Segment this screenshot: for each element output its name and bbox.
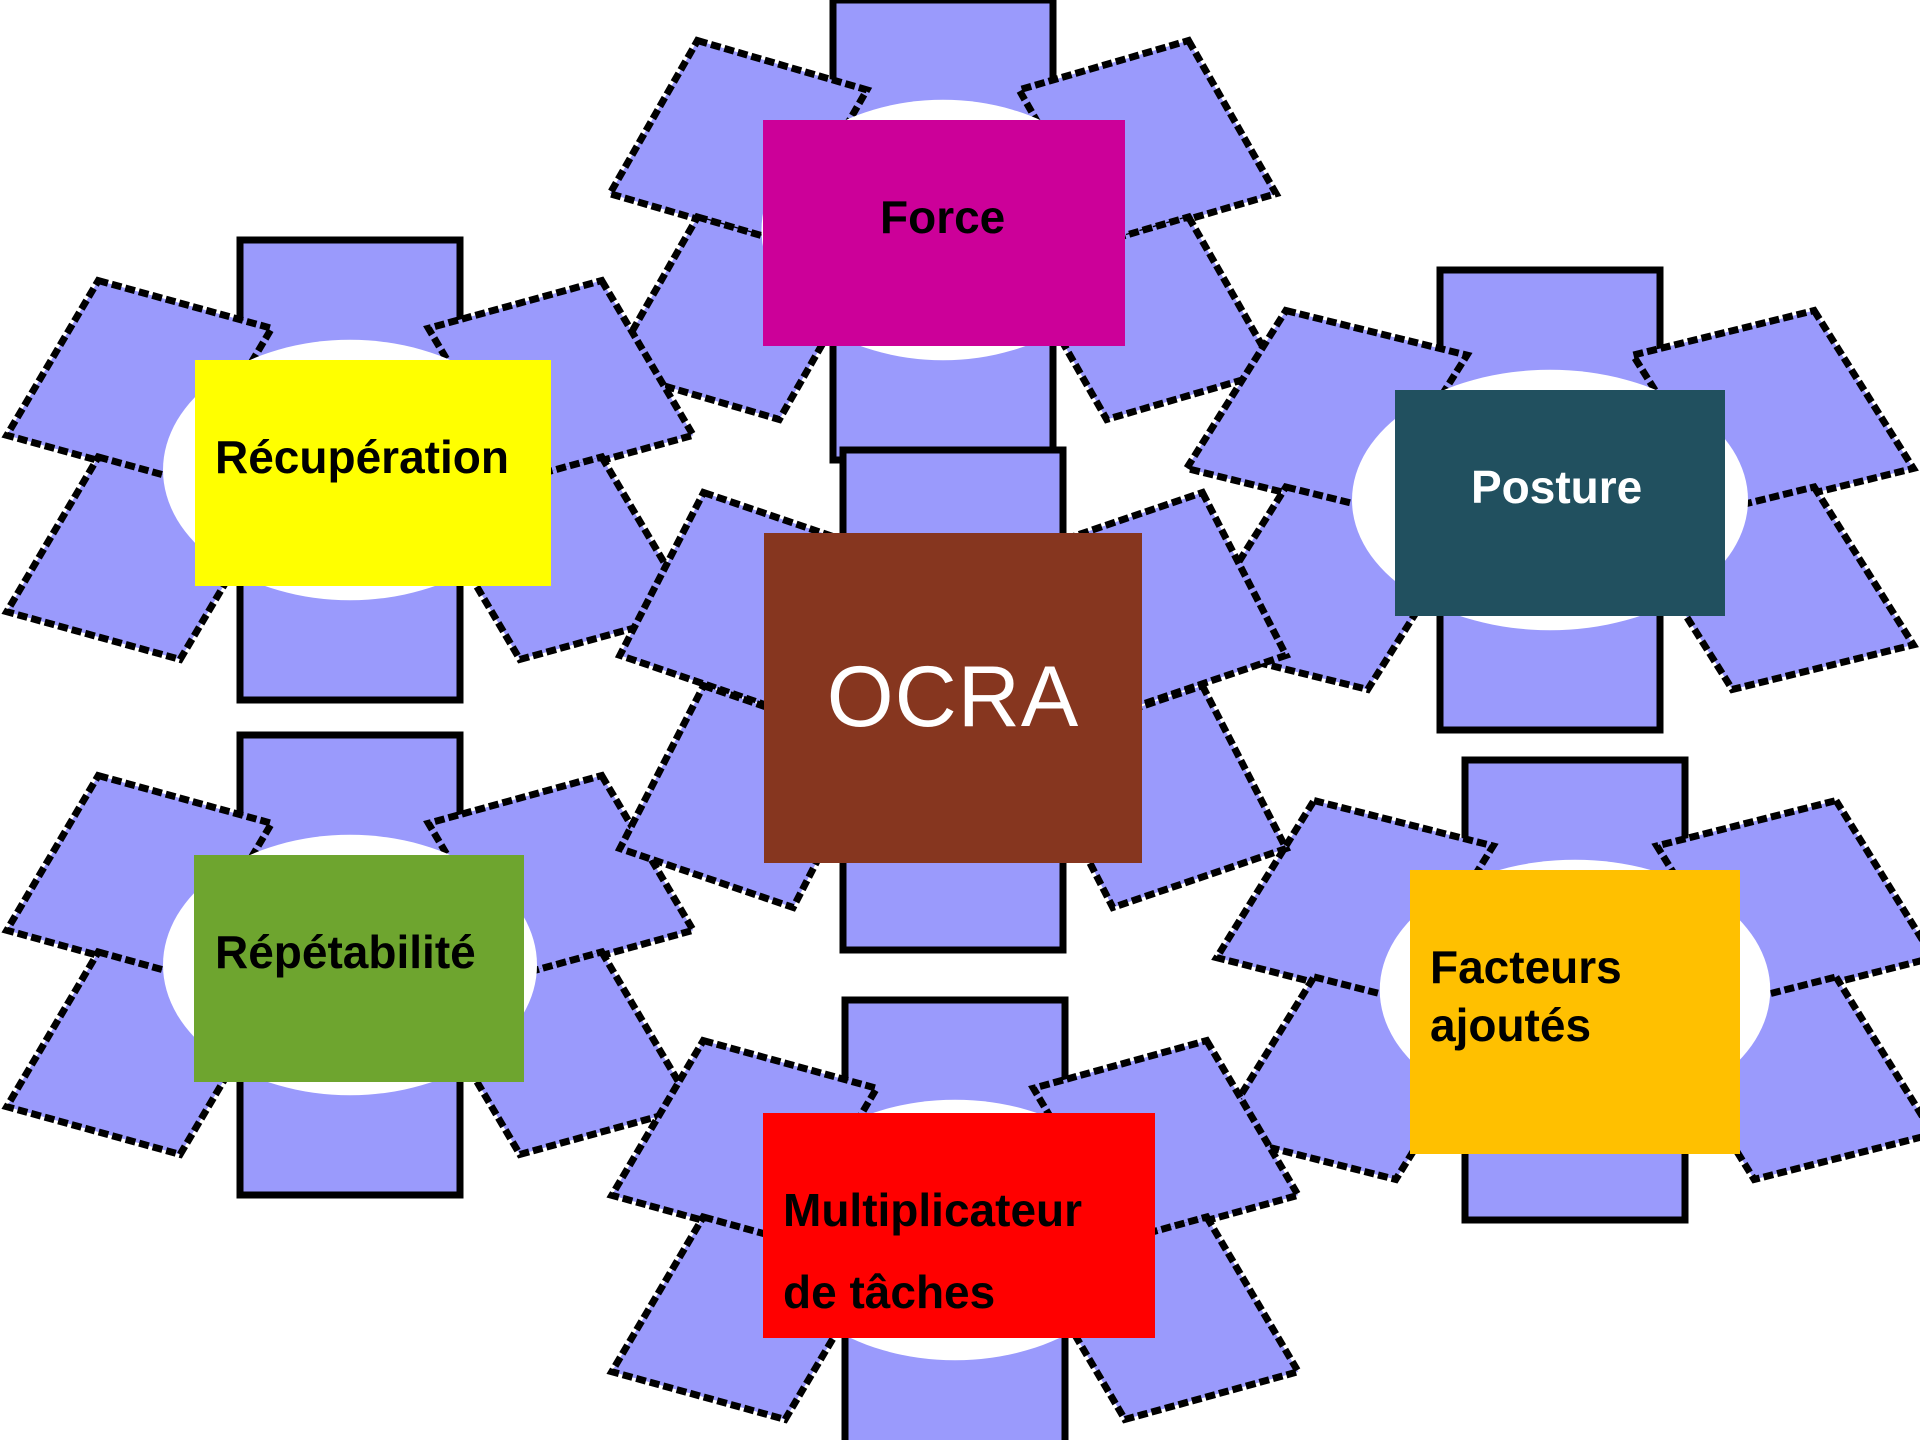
node-force-label: Force bbox=[880, 191, 1006, 243]
node-repetabilite-label: Répétabilité bbox=[215, 926, 476, 978]
center-node-label: OCRA bbox=[826, 649, 1080, 746]
node-repetabilite: Répétabilité bbox=[194, 855, 524, 1082]
node-recuperation-label: Récupération bbox=[215, 431, 509, 483]
center-node-ocra: OCRA bbox=[764, 533, 1142, 863]
node-recuperation: Récupération bbox=[195, 360, 551, 586]
node-force: Force bbox=[763, 120, 1125, 346]
node-posture-label: Posture bbox=[1471, 461, 1643, 513]
node-posture: Posture bbox=[1395, 390, 1725, 616]
node-multiplicateur-taches: Multiplicateur de tâches bbox=[763, 1113, 1155, 1338]
node-multiplicateur-line2: de tâches bbox=[783, 1266, 996, 1318]
node-facteurs-line2: ajoutés bbox=[1430, 999, 1592, 1051]
node-multiplicateur-line1: Multiplicateur bbox=[783, 1184, 1083, 1236]
node-facteurs-ajoutes: Facteurs ajoutés bbox=[1410, 870, 1740, 1154]
node-facteurs-line1: Facteurs bbox=[1430, 941, 1622, 993]
